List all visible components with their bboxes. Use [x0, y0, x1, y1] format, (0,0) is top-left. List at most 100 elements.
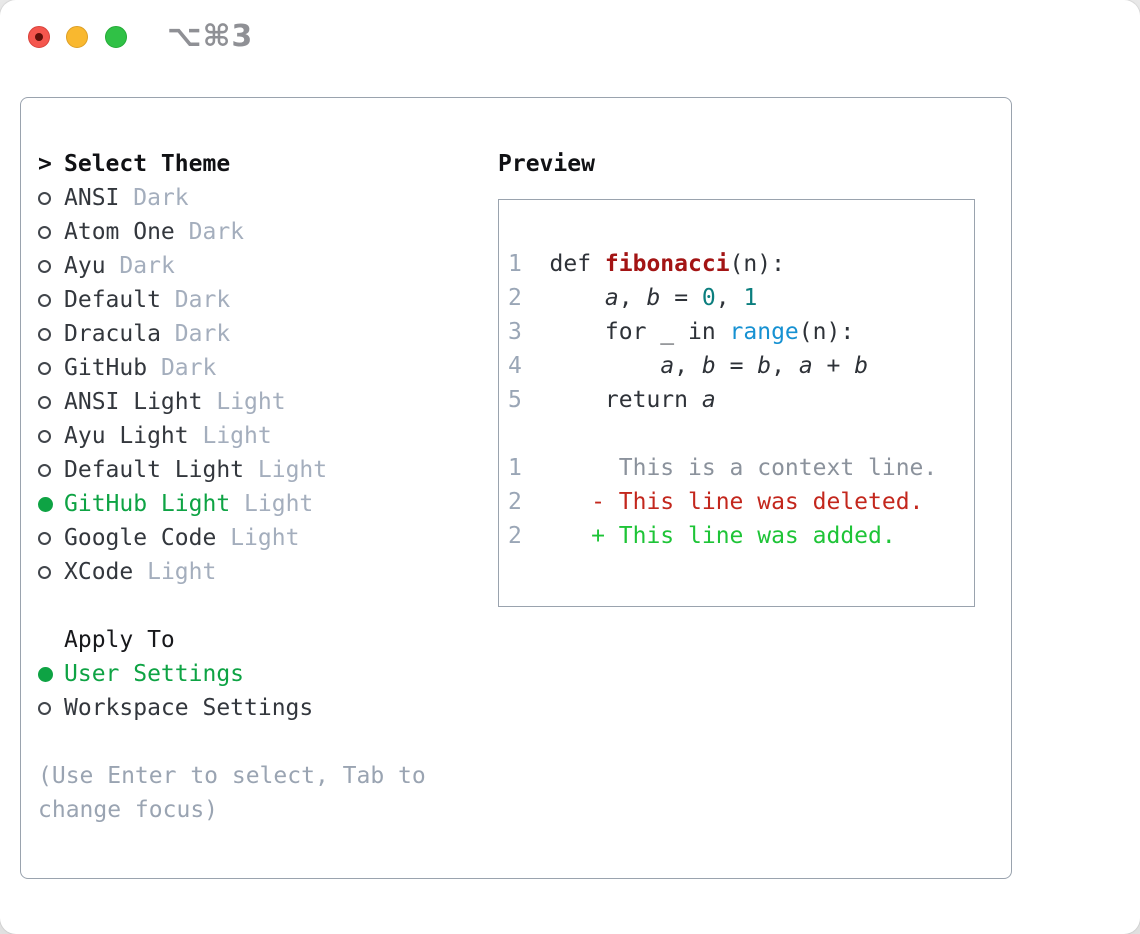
- token-func: fibonacci: [604, 251, 730, 277]
- diff-line-added: 2 + This line was added.: [508, 519, 974, 553]
- option-name: Workspace Settings: [64, 695, 314, 721]
- option-label: Google Code Light: [64, 525, 299, 551]
- option-label: Dracula Dark: [64, 321, 230, 347]
- theme-option-google-code-light[interactable]: Google Code Light: [38, 521, 488, 555]
- radio-unselected-icon: [38, 293, 64, 307]
- theme-option-github-dark[interactable]: GitHub Dark: [38, 351, 488, 385]
- token-plain: ,: [715, 285, 744, 311]
- radio-unselected-icon: [38, 259, 64, 273]
- option-name: GitHub: [64, 355, 148, 381]
- variant-tag: Light: [202, 423, 272, 449]
- window-titlebar: ⌥⌘3: [0, 0, 1140, 97]
- token-var: a: [660, 353, 675, 379]
- variant-tag: Light: [244, 491, 314, 517]
- line-number: 5: [508, 387, 522, 413]
- theme-option-ayu-dark[interactable]: Ayu Dark: [38, 249, 488, 283]
- variant-tag: Dark: [119, 253, 175, 279]
- radio-selected-icon: [38, 666, 64, 682]
- theme-option-github-light-light[interactable]: GitHub Light Light: [38, 487, 488, 521]
- option-name: Default: [64, 287, 161, 313]
- option-label: Ayu Light Light: [64, 423, 272, 449]
- token-ctx: This is a context line.: [549, 455, 938, 481]
- token-plain: for _ in: [549, 319, 730, 345]
- radio-selected-icon: [38, 496, 64, 512]
- code-line: 3 for _ in range(n):: [508, 315, 974, 349]
- option-label: ANSI Light Light: [64, 389, 286, 415]
- token-plain: def: [549, 251, 605, 277]
- line-number: 4: [508, 353, 522, 379]
- theme-option-ayu-light-light[interactable]: Ayu Light Light: [38, 419, 488, 453]
- radio-unselected-icon: [38, 531, 64, 545]
- variant-tag: Dark: [188, 219, 245, 245]
- token-builtin: range: [729, 319, 799, 345]
- option-name: User Settings: [64, 661, 245, 687]
- token-plain: (n):: [798, 319, 855, 345]
- theme-option-dracula-dark[interactable]: Dracula Dark: [38, 317, 488, 351]
- apply-to-header: Apply To: [38, 623, 488, 657]
- option-label: GitHub Light Light: [64, 491, 313, 517]
- token-add: + This line was added.: [549, 523, 896, 549]
- option-label: Ayu Dark: [64, 253, 175, 279]
- help-text: (Use Enter to select, Tab to change focu…: [38, 763, 426, 823]
- theme-menu-header: > Select Theme: [38, 147, 488, 181]
- minimize-button[interactable]: [66, 26, 88, 48]
- theme-option-ansi-light-light[interactable]: ANSI Light Light: [38, 385, 488, 419]
- variant-tag: Light: [216, 389, 286, 415]
- spacer: [508, 417, 974, 451]
- token-var: a: [798, 353, 813, 379]
- variant-tag: Dark: [160, 355, 217, 381]
- line-number: 2: [508, 523, 522, 549]
- token-plain: ,: [771, 353, 799, 379]
- radio-unselected-icon: [38, 327, 64, 341]
- token-del: - This line was deleted.: [549, 489, 924, 515]
- token-num: 0: [701, 285, 716, 311]
- radio-unselected-icon: [38, 225, 64, 239]
- unsaved-changes-dot-icon: [35, 33, 43, 41]
- diff-line-context: 1 This is a context line.: [508, 451, 974, 485]
- option-name: Google Code: [64, 525, 217, 551]
- window-title: ⌥⌘3: [167, 19, 254, 54]
- token-plain: =: [660, 285, 702, 311]
- token-var: a: [604, 285, 619, 311]
- line-number: 2: [508, 489, 522, 515]
- option-label: Default Dark: [64, 287, 230, 313]
- option-name: ANSI Light: [64, 389, 203, 415]
- code-line: 2 a, b = 0, 1: [508, 281, 974, 315]
- theme-option-xcode-light[interactable]: XCode Light: [38, 555, 488, 589]
- option-label: Default Light Light: [64, 457, 327, 483]
- theme-option-ansi-dark[interactable]: ANSI Dark: [38, 181, 488, 215]
- zoom-button[interactable]: [105, 26, 127, 48]
- option-name: ANSI: [64, 185, 120, 211]
- option-label: ANSI Dark: [64, 185, 189, 211]
- line-number: 2: [508, 285, 522, 311]
- token-plain: [550, 285, 605, 311]
- theme-option-default-dark[interactable]: Default Dark: [38, 283, 488, 317]
- option-name: Default Light: [64, 457, 245, 483]
- option-name: Ayu: [64, 253, 106, 279]
- apply-option-user-settings[interactable]: User Settings: [38, 657, 488, 691]
- token-var: b: [854, 353, 869, 379]
- option-label: GitHub Dark: [64, 355, 216, 381]
- option-name: Ayu Light: [64, 423, 189, 449]
- option-label: User Settings: [64, 661, 244, 687]
- close-button[interactable]: [28, 26, 50, 48]
- token-plain: (n):: [729, 251, 785, 277]
- token-var: b: [757, 353, 772, 379]
- token-var: a: [701, 387, 716, 413]
- apply-option-workspace-settings[interactable]: Workspace Settings: [38, 691, 488, 725]
- radio-unselected-icon: [38, 191, 64, 205]
- spacer: [38, 589, 488, 623]
- variant-tag: Light: [147, 559, 217, 585]
- radio-unselected-icon: [38, 463, 64, 477]
- option-label: Workspace Settings: [64, 695, 313, 721]
- theme-option-atom-one-dark[interactable]: Atom One Dark: [38, 215, 488, 249]
- code-line: 5 return a: [508, 383, 974, 417]
- theme-option-default-light-light[interactable]: Default Light Light: [38, 453, 488, 487]
- option-name: Atom One: [64, 219, 175, 245]
